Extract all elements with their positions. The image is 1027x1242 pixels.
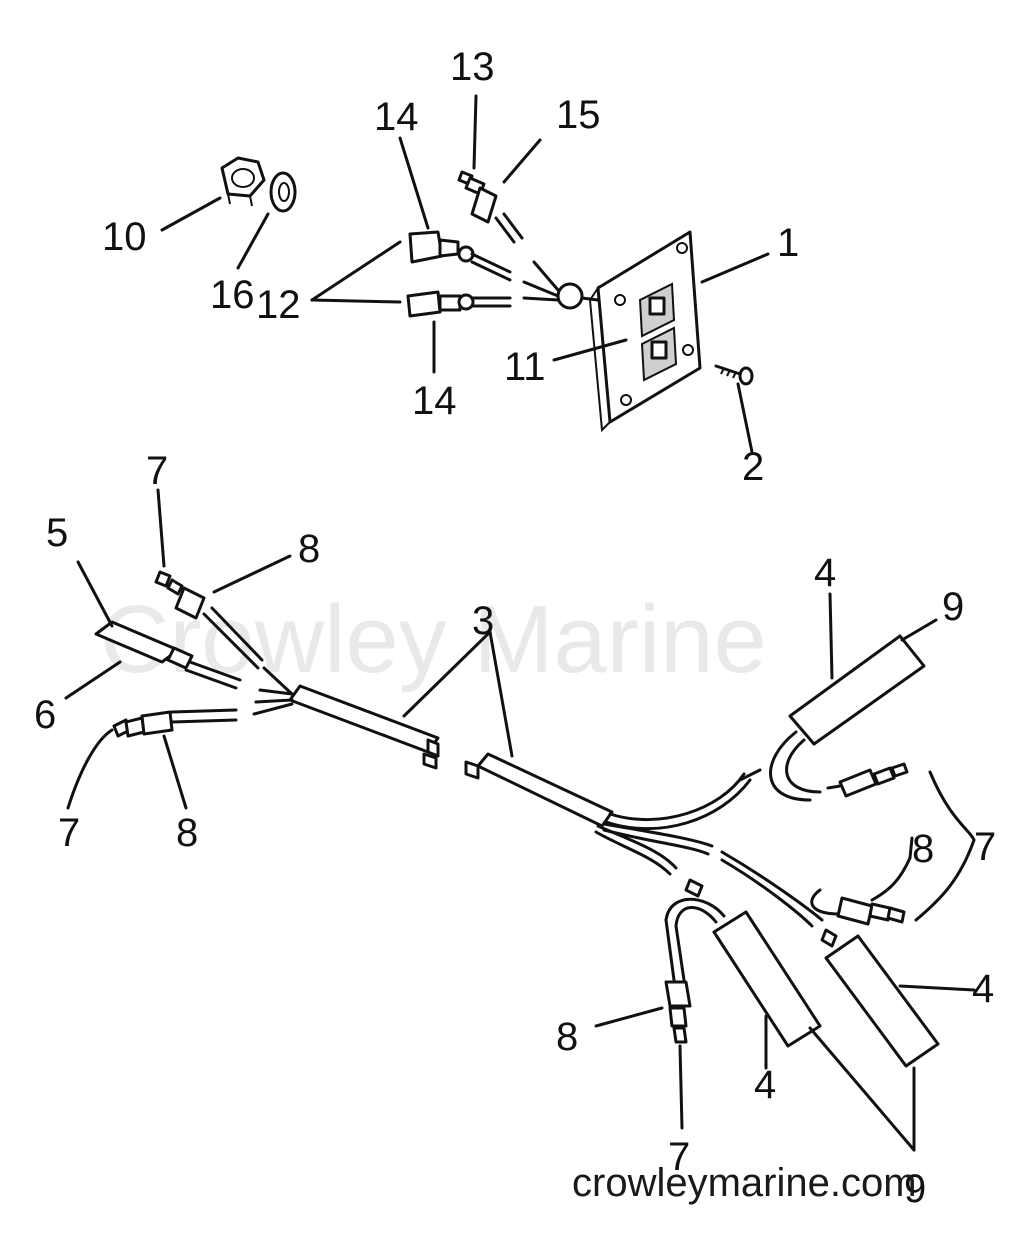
harness-tube-left (252, 684, 440, 770)
resistor-pack-upper (738, 634, 926, 802)
callout-7-right: 7 (974, 825, 996, 869)
callout-4-right: 4 (972, 967, 994, 1011)
callout-11: 11 (504, 345, 546, 389)
wiring-harness (64, 488, 976, 1152)
callout-4-bottom: 4 (754, 1063, 776, 1107)
washer (269, 171, 297, 213)
callout-3: 3 (472, 599, 494, 643)
callout-7-bottom-left: 7 (58, 811, 80, 855)
resistor-pack-lower-right (820, 928, 940, 1068)
callout-13: 13 (450, 45, 495, 89)
insulator-sleeve-lower (406, 290, 512, 318)
switch-panel-assembly (160, 94, 770, 454)
mounting-screw (714, 364, 754, 386)
watermark-text: Crowley Marine (100, 586, 767, 693)
resistor-pack-lower-middle (664, 878, 822, 1048)
callout-10: 10 (102, 215, 147, 259)
callout-16: 16 (210, 273, 255, 317)
callout-8-right: 8 (912, 827, 934, 871)
callout-7-top-left: 7 (146, 449, 168, 493)
callout-2: 2 (742, 445, 764, 489)
callout-6: 6 (34, 693, 56, 737)
callout-12: 12 (256, 283, 301, 327)
plate-wire-bundle (522, 260, 600, 310)
callout-9-top: 9 (942, 585, 964, 629)
bullet-connector-7-8-upper (154, 570, 294, 696)
callout-14-bottom: 14 (412, 379, 457, 423)
callout-8-bottom: 8 (556, 1015, 578, 1059)
terminal-connector-top (457, 170, 524, 244)
footer-site-url: crowleymarine.com (572, 1161, 917, 1205)
switch-panel-plate (588, 230, 702, 433)
harness-tube-right (464, 752, 752, 876)
callout-1: 1 (777, 221, 799, 265)
bullet-connector-7-8-lower (112, 708, 238, 738)
callout-5: 5 (46, 511, 68, 555)
insulator-sleeve-upper (408, 230, 512, 282)
callout-15: 15 (556, 93, 601, 137)
callout-labels: 1 2 3 4 4 4 5 6 7 7 7 7 8 8 8 8 9 9 10 1… (34, 45, 996, 1211)
hex-nut (220, 156, 266, 207)
callout-8-bottom-left: 8 (176, 811, 198, 855)
callout-8-top-left: 8 (298, 527, 320, 571)
callout-14-top: 14 (374, 95, 419, 139)
callout-4-top: 4 (814, 551, 836, 595)
sleeve-5 (94, 620, 242, 690)
callout-9-bottom: 9 (904, 1167, 926, 1211)
bullet-connector-right-lower (720, 850, 906, 928)
callout-7-bottom: 7 (668, 1135, 690, 1179)
